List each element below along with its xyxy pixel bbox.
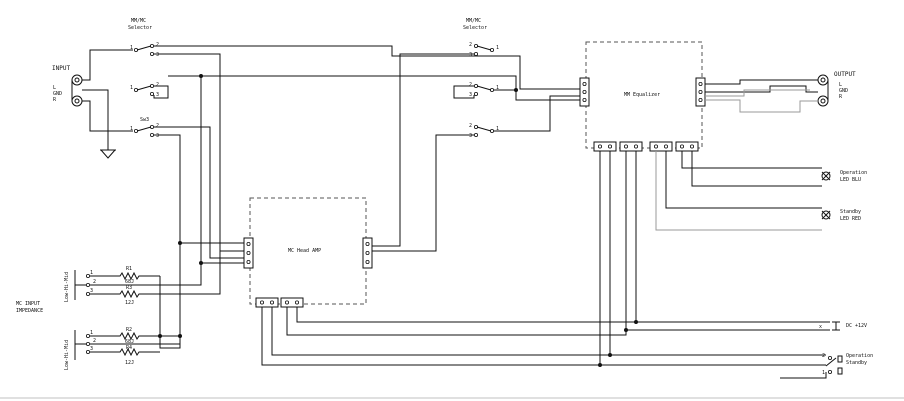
selector1-label-line1: MM/MC <box>131 18 146 24</box>
output-jacks <box>817 74 829 107</box>
selector1-wires <box>82 45 580 349</box>
resistor-r1 <box>90 271 160 281</box>
svg-text:2: 2 <box>469 82 472 88</box>
dc-jack-icon: x <box>819 321 840 331</box>
mc-input-label-2: IMPEDANCE <box>16 308 43 314</box>
mm-equalizer-connectors <box>579 77 706 152</box>
svg-text:2: 2 <box>93 338 96 344</box>
switch-standby-label: Standby <box>846 360 867 366</box>
svg-text:2: 2 <box>156 123 159 129</box>
low-hi-mid-label-2: Low-Hi-Mid <box>64 340 70 370</box>
mc-input-label-1: MC INPUT <box>16 301 40 307</box>
svg-text:1: 1 <box>130 126 133 132</box>
low-hi-mid-label-1: Low-Hi-Mid <box>64 272 70 302</box>
power-wires <box>261 151 830 379</box>
dc-label: DC +12V <box>846 323 867 329</box>
svg-text:1: 1 <box>496 126 499 132</box>
svg-text:2: 2 <box>469 123 472 129</box>
input-l-label: L <box>53 85 56 91</box>
switch-operation-label: Operation <box>846 353 873 359</box>
r1-label: R1 <box>126 266 132 272</box>
input-gnd-label: GND <box>53 91 62 97</box>
sw3-label: Sw3 <box>140 117 149 123</box>
impedance-switch-1: 123 <box>74 270 96 300</box>
mc-head-amp-connectors <box>243 237 373 308</box>
resistor-r3 <box>90 289 160 299</box>
operation-led-icon <box>821 171 831 181</box>
standby-led-label-1: Standby <box>840 209 861 215</box>
svg-text:3: 3 <box>469 52 472 58</box>
r3-value: 12J <box>125 300 134 306</box>
selector2-switches: 2 3 1 2 3 1 2 3 1 <box>453 42 499 139</box>
operation-led-label-2: LED BLU <box>840 177 861 183</box>
svg-text:3: 3 <box>90 346 93 352</box>
impedance-switch-2: 123 <box>74 330 96 360</box>
standby-led-label-2: LED RED <box>840 216 861 222</box>
svg-text:3: 3 <box>156 133 159 139</box>
svg-text:1: 1 <box>90 330 93 336</box>
svg-text:2: 2 <box>156 82 159 88</box>
r4-value: 12J <box>125 360 134 366</box>
mm-equalizer-label: MM Equalizer <box>624 92 660 98</box>
svg-text:2: 2 <box>469 42 472 48</box>
svg-text:1: 1 <box>822 370 825 376</box>
svg-text:1: 1 <box>90 270 93 276</box>
svg-text:2: 2 <box>93 279 96 285</box>
svg-text:2: 2 <box>822 353 825 359</box>
svg-text:1: 1 <box>496 45 499 51</box>
operation-led-label-1: Operation <box>840 170 867 176</box>
selector1-switches: 1 2 3 1 2 3 1 2 3 <box>130 42 169 139</box>
output-l-label: L <box>839 82 842 88</box>
resistor-r4 <box>90 347 160 357</box>
output-gnd-label: GND <box>839 88 848 94</box>
selector2-wires <box>372 53 580 252</box>
r2-label: R2 <box>126 327 132 333</box>
r3-label: R3 <box>126 285 132 291</box>
impedance-wires <box>90 243 221 349</box>
svg-text:3: 3 <box>156 52 159 58</box>
selector2-label-line1: MM/MC <box>466 18 481 24</box>
input-wires <box>82 49 133 159</box>
svg-text:3: 3 <box>156 92 159 98</box>
standby-led-icon <box>821 210 831 220</box>
svg-text:x: x <box>819 324 822 330</box>
output-wires <box>705 79 818 113</box>
input-r-label: R <box>53 97 57 103</box>
r2-value: 68J <box>125 339 134 345</box>
input-jacks <box>71 74 83 107</box>
input-label: INPUT <box>52 65 70 72</box>
svg-text:3: 3 <box>90 288 93 294</box>
svg-text:3: 3 <box>469 92 472 98</box>
output-label: OUTPUT <box>834 71 856 78</box>
power-switch-icon: 21 <box>822 353 843 376</box>
r1-value: 68J <box>125 279 134 285</box>
svg-text:3: 3 <box>469 133 472 139</box>
selector1-label-line2: Selector <box>128 25 152 31</box>
svg-text:2: 2 <box>156 42 159 48</box>
resistor-r2 <box>90 331 160 341</box>
selector2-label-line2: Selector <box>463 25 487 31</box>
led-wires <box>655 151 822 231</box>
output-r-label: R <box>839 94 843 100</box>
svg-text:1: 1 <box>130 45 133 51</box>
svg-text:1: 1 <box>130 85 133 91</box>
mc-head-amp-label: MC Head AMP <box>288 248 321 254</box>
svg-text:1: 1 <box>496 85 499 91</box>
r4-label: R4 <box>126 345 132 351</box>
